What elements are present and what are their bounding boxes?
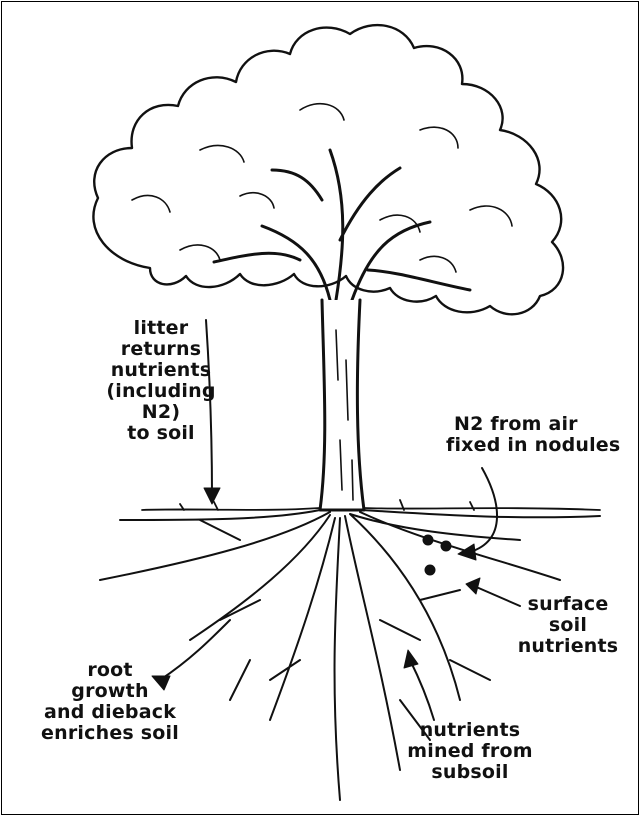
mined-label-line: subsoil (400, 762, 540, 783)
surface-soil-label: surface soil nutrients (512, 594, 624, 657)
litter-label-line: litter (86, 318, 236, 339)
litter-arrowhead (204, 488, 220, 504)
root-growth-label-line: and dieback (30, 702, 190, 723)
mined-arrow (410, 660, 434, 720)
root-growth-label: root growth and dieback enriches soil (30, 660, 190, 744)
nodule (423, 535, 433, 545)
nitrogen-label-line: fixed in nodules (446, 435, 620, 456)
surface-soil-label-line: soil (512, 615, 624, 636)
root-growth-label-line: root (30, 660, 190, 681)
root-growth-label-line: growth (30, 681, 190, 702)
litter-label-line: to soil (86, 423, 236, 444)
mined-arrowhead (404, 650, 418, 668)
litter-label: litter returns nutrients (including N2) … (86, 318, 236, 444)
canopy (93, 25, 563, 314)
nitrogen-label: N2 from air fixed in nodules (446, 414, 620, 456)
nodule (425, 565, 435, 575)
root-growth-label-line: enriches soil (30, 723, 190, 744)
mined-label-line: nutrients (400, 720, 540, 741)
litter-label-line: returns (86, 339, 236, 360)
mined-label: nutrients mined from subsoil (400, 720, 540, 783)
surface-arrowhead (466, 578, 480, 594)
litter-label-line: (including (86, 381, 236, 402)
nitrogen-arrowhead (458, 544, 476, 560)
litter-label-line: N2) (86, 402, 236, 423)
surface-soil-label-line: nutrients (512, 636, 624, 657)
litter-label-line: nutrients (86, 360, 236, 381)
nitrogen-label-line: N2 from air (446, 414, 620, 435)
nodule (441, 541, 451, 551)
mined-label-line: mined from (400, 741, 540, 762)
surface-soil-label-line: surface (512, 594, 624, 615)
